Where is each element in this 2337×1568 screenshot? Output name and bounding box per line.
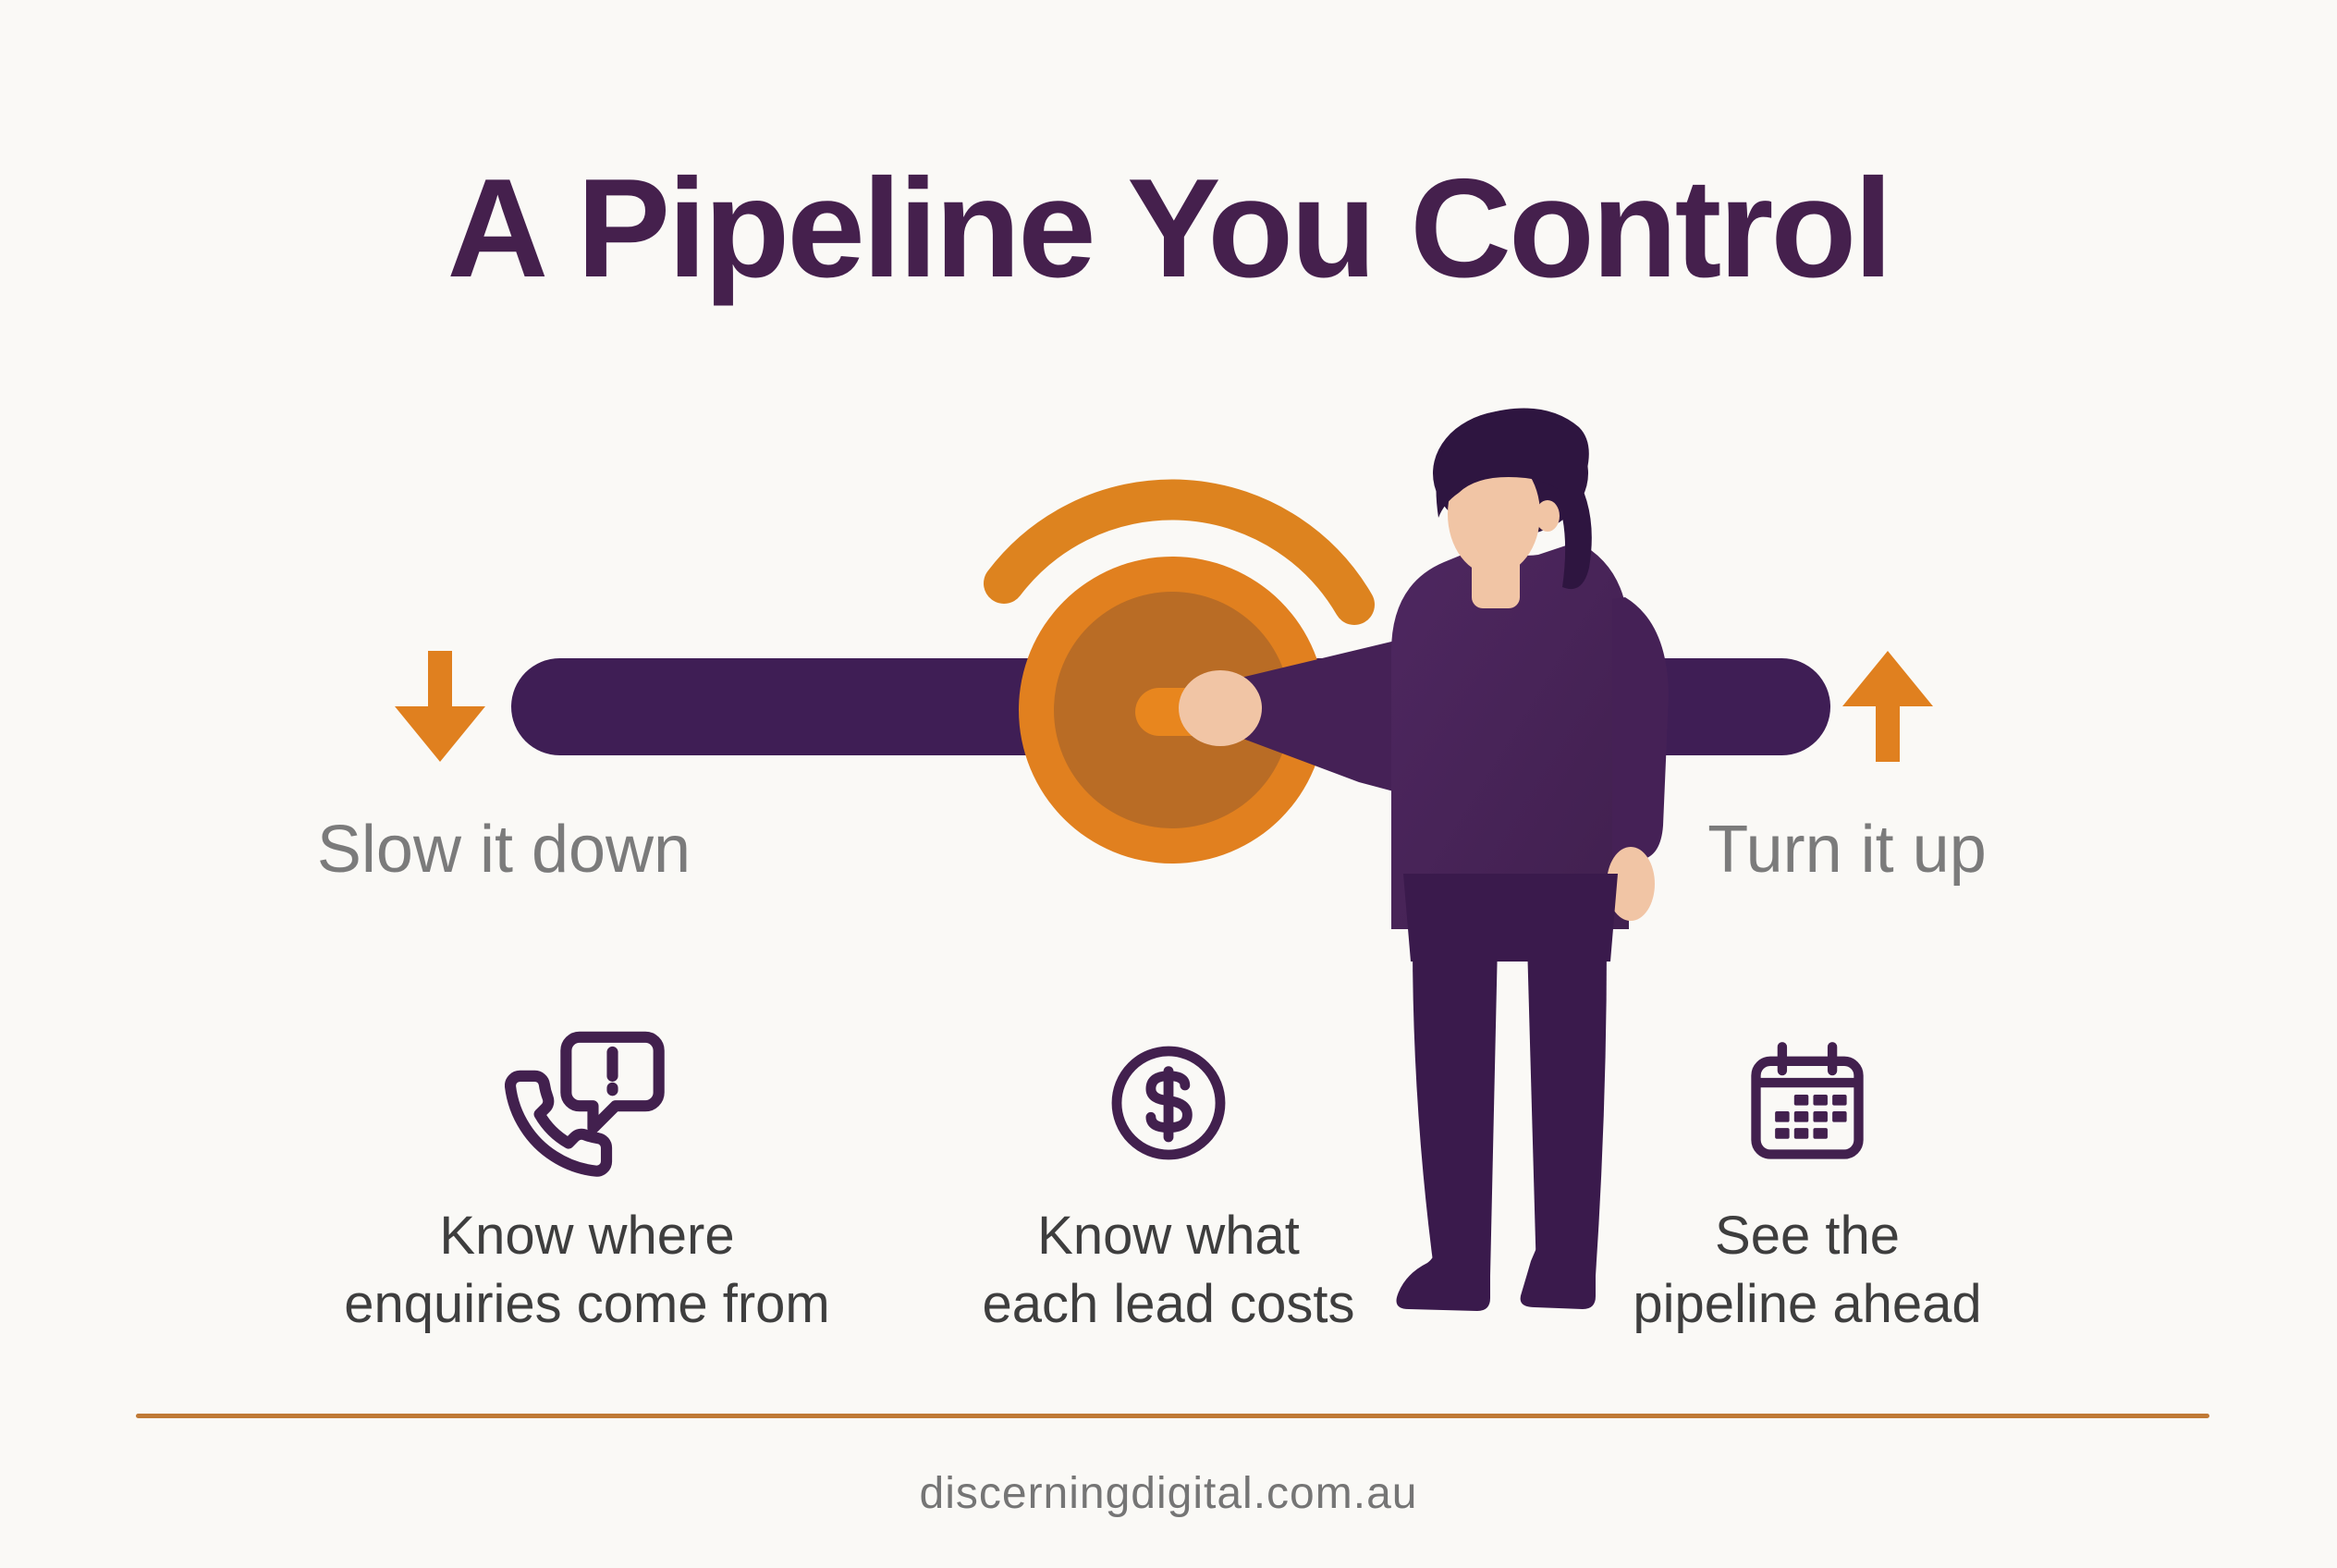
slow-down-arrow-icon <box>395 651 485 762</box>
turn-up-arrow-icon <box>1842 651 1933 762</box>
person-hand-on-dial <box>1179 670 1262 746</box>
person-figure <box>1179 408 1669 1311</box>
person-side-hand <box>1607 847 1655 921</box>
person-left-leg <box>1413 943 1498 1276</box>
feature-enquiry-line2: enquiries come from <box>344 1274 830 1334</box>
feature-enquiry-source: Know where enquiries come from <box>263 1031 911 1339</box>
feature-pipeline-ahead: See the pipeline ahead <box>1484 1034 2131 1339</box>
person-side-arm <box>1612 597 1669 861</box>
person-ear <box>1536 500 1560 532</box>
person-right-foot <box>1520 1248 1596 1309</box>
person-torso <box>1391 542 1629 929</box>
feature-lead-cost-line2: each lead costs <box>982 1274 1355 1334</box>
page-title: A Pipeline You Control <box>447 150 1892 307</box>
slow-it-down-label: Slow it down <box>316 813 691 887</box>
feature-lead-cost-line1: Know what <box>1037 1206 1300 1266</box>
person-reach-arm <box>1230 636 1414 797</box>
person-left-foot <box>1396 1248 1490 1311</box>
dial-arc <box>984 479 1375 625</box>
feature-pipeline-line2: pipeline ahead <box>1633 1274 1982 1334</box>
dollar-circle-icon <box>1104 1034 1233 1172</box>
feature-lead-cost: Know what each lead costs <box>845 1034 1492 1339</box>
footer-divider <box>136 1414 2209 1418</box>
person-hair-side <box>1555 466 1592 590</box>
person-right-leg <box>1527 943 1607 1276</box>
feature-pipeline-line1: See the <box>1715 1206 1900 1266</box>
person-hips <box>1403 874 1618 962</box>
website-url: discerningdigital.com.au <box>919 1469 1418 1518</box>
calendar-icon <box>1742 1034 1873 1172</box>
turn-it-up-label: Turn it up <box>1707 813 1987 887</box>
feature-enquiry-line1: Know where <box>439 1206 735 1266</box>
phone-enquiry-icon <box>505 1031 669 1177</box>
person-hair-fringe <box>1436 408 1589 518</box>
